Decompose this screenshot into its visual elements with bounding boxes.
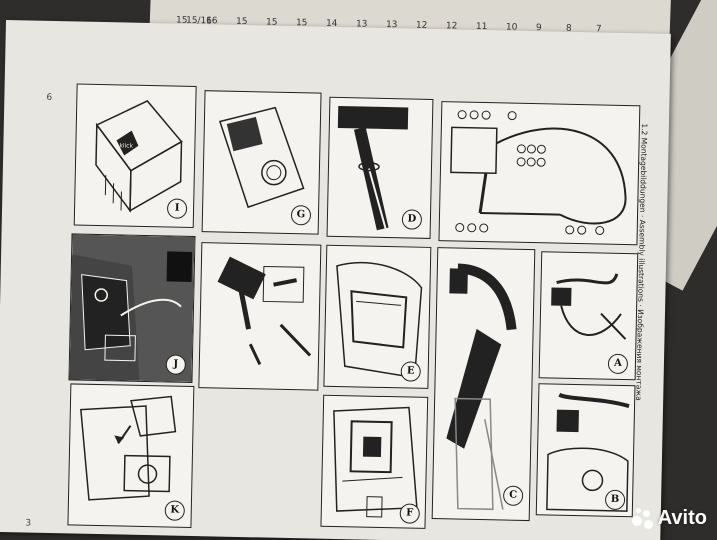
filter-box-illustration: klick	[95, 100, 183, 213]
click-callout: klick	[119, 142, 133, 149]
panel-J: J	[68, 233, 196, 383]
avito-watermark-text: Avito	[657, 507, 707, 529]
index-number: 15	[265, 17, 278, 28]
panel-K: K	[67, 383, 195, 528]
nozzle-illustration	[217, 256, 312, 366]
avito-watermark: Avito	[631, 507, 707, 530]
index-number: 9	[535, 23, 542, 34]
index-number: 16	[205, 16, 218, 27]
dust-container-illustration	[80, 395, 177, 501]
hose-handle-illustration	[446, 263, 517, 511]
index-number: 8	[565, 23, 572, 34]
handle-tube-illustration	[337, 105, 409, 231]
panel-overview	[438, 101, 641, 246]
panel-A: A	[538, 251, 639, 381]
cord-rewind-illustration	[546, 392, 630, 512]
avito-logo-icon	[631, 507, 654, 530]
lid-latch-illustration	[69, 234, 195, 382]
cord-plug-illustration	[551, 273, 627, 340]
index-number: 10	[505, 22, 518, 33]
panel-C: C	[431, 247, 536, 522]
index-number: 7	[595, 24, 602, 35]
index-number: 12	[445, 21, 458, 32]
panel-G: G	[201, 90, 322, 235]
index-number: 15	[295, 18, 308, 29]
index-number: 14	[325, 18, 338, 29]
panel-D: D	[326, 96, 434, 239]
index-number: 11	[475, 21, 488, 33]
panel-H	[198, 242, 322, 391]
bottom-page-number: 3	[25, 518, 32, 529]
filter-cassette-illustration	[218, 106, 305, 209]
manual-page: 15 15/16 16 15 15 15 14 13 13 12 12 11 1…	[0, 16, 671, 540]
index-number: 13	[355, 19, 368, 30]
left-page-number: 6	[46, 92, 53, 103]
filter-frame-illustration	[336, 261, 423, 379]
index-number: 13	[385, 19, 398, 31]
index-number: 12	[415, 20, 428, 31]
panel-B: B	[535, 383, 636, 518]
panel-E: E	[323, 244, 432, 389]
panel-F: F	[320, 394, 429, 529]
vacuum-overview-illustration	[450, 110, 627, 235]
panel-I: klick I	[73, 83, 197, 228]
index-number: 15	[235, 16, 248, 28]
